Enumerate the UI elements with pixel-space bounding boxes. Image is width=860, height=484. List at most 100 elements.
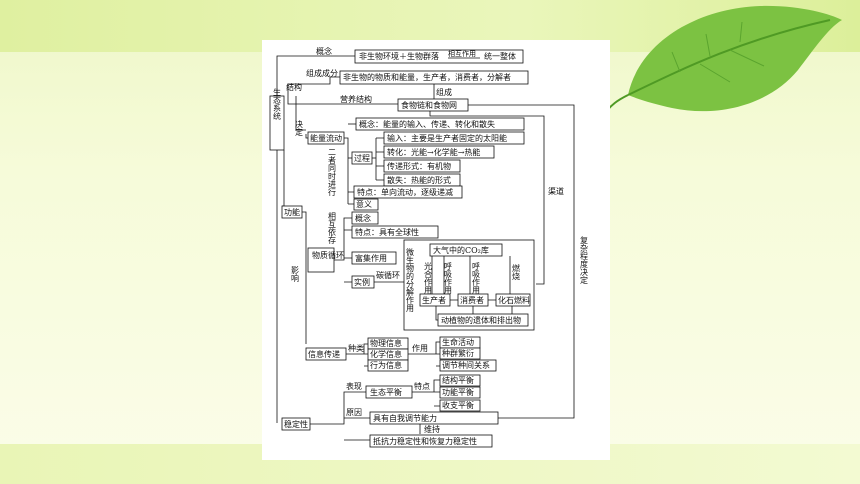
function-balance-text: 功能平衡 bbox=[442, 387, 474, 397]
line-concept bbox=[276, 55, 355, 96]
label-composition: 组成成分 bbox=[306, 68, 338, 78]
input-text: 输入：主要是生产者固定的太阳能 bbox=[387, 133, 507, 143]
interspecies-box bbox=[439, 359, 497, 372]
definition-box bbox=[354, 49, 524, 64]
label-performance: 表现 bbox=[346, 381, 362, 391]
label-combustion: 燃烧 bbox=[512, 263, 521, 281]
label-complexity: 复杂程度决定 bbox=[580, 235, 589, 285]
behavior-info-text: 行为信息 bbox=[370, 360, 402, 370]
resistance-text: 抵抗力稳定性和恢复力稳定性 bbox=[373, 436, 477, 446]
energy-concept-text: 概念：能量的输入、传递、转化和散失 bbox=[359, 119, 495, 129]
resistance-box bbox=[369, 434, 493, 448]
cycle-concept-box bbox=[351, 211, 379, 225]
label-role: 作用 bbox=[412, 343, 428, 353]
stability-label: 稳定性 bbox=[284, 419, 308, 429]
carbon-cycle-arrows bbox=[431, 256, 513, 321]
budget-balance-box bbox=[439, 399, 481, 412]
info-text: 信息传递 bbox=[308, 349, 340, 359]
reproduction-text: 种群繁衍 bbox=[442, 348, 474, 358]
function-balance-box bbox=[439, 386, 481, 399]
line-process-branch bbox=[372, 138, 377, 180]
significance-box bbox=[353, 198, 379, 211]
label-decomposer: 微生物的分解作用 bbox=[406, 247, 415, 313]
example-text: 实例 bbox=[354, 277, 370, 287]
self-regulation-text: 具有自我调节能力 bbox=[373, 413, 437, 423]
root-label: 生态系统 bbox=[273, 87, 282, 121]
label-types: 种类 bbox=[348, 343, 364, 353]
line-composition bbox=[288, 76, 340, 85]
producer-text: 生产者 bbox=[422, 295, 446, 305]
line-complexity bbox=[468, 104, 575, 419]
label-channel: 渠道 bbox=[548, 186, 564, 196]
line-function-branch bbox=[302, 211, 307, 344]
label-structure: 结构 bbox=[286, 82, 302, 92]
remains-text: 动植物的遗体和排出物 bbox=[441, 315, 521, 325]
balance-text: 生态平衡 bbox=[370, 387, 402, 397]
energy-concept-box bbox=[355, 117, 525, 131]
co2-pool-box bbox=[429, 243, 503, 257]
def-whole: 统一整体 bbox=[484, 51, 516, 61]
chemical-info-text: 化学信息 bbox=[370, 349, 402, 359]
label-concept: 概念 bbox=[316, 46, 332, 56]
loss-text: 散失：热能的形式 bbox=[387, 175, 451, 185]
input-box bbox=[383, 131, 525, 145]
line-info-roles bbox=[408, 341, 440, 367]
energy-feature-box bbox=[353, 185, 463, 199]
label-influence: 影响 bbox=[291, 265, 300, 283]
label-photosynthesis: 光合作用 bbox=[424, 261, 433, 295]
energy-flow-text: 能量流动 bbox=[310, 133, 342, 143]
co2-pool-text: 大气中的CO₂库 bbox=[433, 245, 489, 255]
bioaccumulation-text: 富集作用 bbox=[355, 253, 387, 263]
label-reason: 原因 bbox=[346, 408, 362, 417]
line-stability-branch bbox=[310, 391, 370, 441]
line-process-items bbox=[376, 137, 384, 181]
physical-info-text: 物理信息 bbox=[370, 338, 402, 348]
budget-balance-text: 收支平衡 bbox=[442, 400, 474, 410]
energy-feature-text: 特点：单向流动，逐级递减 bbox=[357, 187, 453, 197]
self-regulation-box bbox=[369, 411, 499, 425]
cycle-concept-text: 概念 bbox=[355, 213, 371, 223]
cycle-feature-box bbox=[351, 225, 439, 239]
fossil-fuel-text: 化石燃料 bbox=[498, 295, 530, 305]
label-respiration-2: 呼吸作用 bbox=[472, 261, 481, 295]
significance-text: 意义 bbox=[356, 199, 372, 209]
label-carbon-cycle: 碳循环 bbox=[376, 270, 400, 280]
consumer-text: 消费者 bbox=[460, 295, 484, 305]
process-text: 过程 bbox=[354, 153, 370, 163]
def-text: 非生物环境＋生物群落 bbox=[359, 51, 439, 61]
transform-text: 转化：光能→化学能→热能 bbox=[387, 147, 480, 157]
label-maintain: 维持 bbox=[424, 424, 440, 434]
transform-box bbox=[383, 145, 495, 159]
material-cycle-box bbox=[307, 247, 335, 273]
label-determine: 决定 bbox=[295, 119, 304, 137]
interspecies-text: 调节种间关系 bbox=[442, 360, 490, 370]
cycle-feature-text: 特点：具有全球性 bbox=[355, 227, 419, 237]
label-simultaneous: 二者同时进行 bbox=[328, 148, 337, 197]
label-respiration-1: 呼吸作用 bbox=[444, 261, 453, 295]
line-function-spine bbox=[282, 150, 285, 207]
line-energy-branch bbox=[344, 137, 349, 204]
behavior-info-box bbox=[367, 359, 409, 372]
line-channel bbox=[429, 111, 545, 285]
line-to-energy bbox=[305, 134, 308, 139]
structure-balance-box bbox=[439, 374, 481, 387]
line-determine bbox=[295, 96, 306, 131]
food-web-text: 食物链和食物网 bbox=[401, 100, 457, 110]
line-energy-tail bbox=[348, 191, 354, 205]
line-balance-features bbox=[412, 379, 440, 407]
label-features: 特点 bbox=[414, 381, 430, 391]
function-label: 功能 bbox=[284, 207, 300, 217]
label-interdependent: 相互依存 bbox=[328, 211, 337, 244]
def-interact: 相互作用 bbox=[448, 49, 476, 58]
transfer-text: 传递形式：有机物 bbox=[387, 161, 451, 171]
bioaccumulation-box bbox=[351, 251, 397, 265]
line-info-types bbox=[346, 343, 368, 367]
structure-balance-text: 结构平衡 bbox=[442, 375, 474, 385]
life-activity-text: 生命活动 bbox=[442, 337, 474, 347]
label-compose: 组成 bbox=[436, 87, 452, 97]
line-structure bbox=[287, 84, 398, 105]
reproduction-box bbox=[439, 347, 481, 360]
line-cycle-branch bbox=[334, 217, 352, 283]
material-cycle-text: 物质循环 bbox=[312, 250, 344, 260]
